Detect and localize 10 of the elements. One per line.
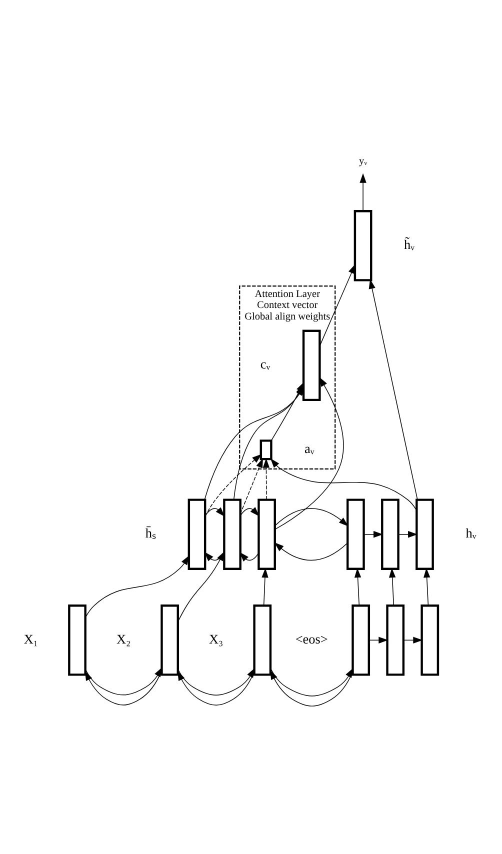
- node-label: <eos>: [295, 631, 328, 646]
- node-label: cᵥ: [260, 356, 270, 372]
- node-label: aᵥ: [304, 441, 314, 456]
- node-label: hᵥ: [466, 526, 476, 541]
- node-label: X₃: [209, 631, 224, 646]
- node-label: h̄ₛ: [145, 526, 156, 541]
- node-label: X₂: [116, 631, 131, 646]
- node-label: h̃ᵥ: [404, 236, 415, 252]
- node-label: X₁: [24, 631, 38, 646]
- node-text: yᵥ: [358, 156, 368, 167]
